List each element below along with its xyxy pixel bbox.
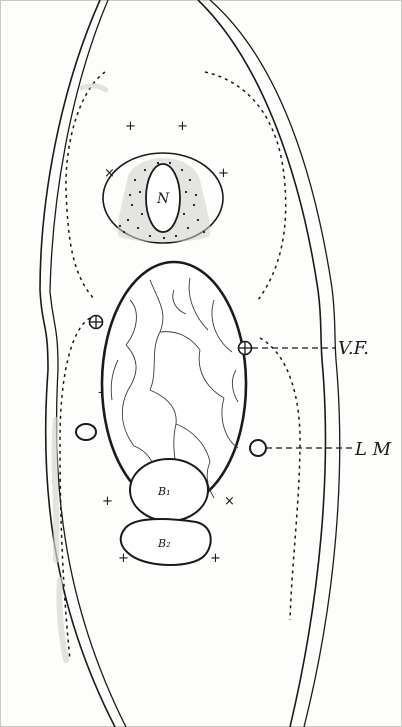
shading-trace-upper <box>82 86 106 90</box>
blood-vessel-b1: B₁ <box>130 459 208 521</box>
label-b1: B₁ <box>157 485 171 498</box>
blood-vessel-b2: B₂ <box>121 519 211 565</box>
label-lm: L M <box>354 439 392 460</box>
label-vf: V.F. <box>338 338 369 359</box>
cross-mark: + <box>218 166 229 181</box>
ventral-funnel-left <box>90 316 103 329</box>
nerve-cord: N <box>103 153 223 243</box>
cross-mark: + <box>125 119 136 134</box>
cross-mark: + <box>177 119 188 134</box>
dotted-outline-lower-left <box>60 318 90 660</box>
cross-mark: + <box>210 551 221 566</box>
lateral-organ-right <box>250 440 266 456</box>
cross-mark: × <box>104 166 115 181</box>
dotted-outline-upper-left <box>66 72 105 300</box>
cross-mark: × <box>224 494 235 509</box>
dotted-outline-lower-right <box>260 338 300 620</box>
dotted-outline-upper-right <box>205 72 286 300</box>
shading-trace-left <box>55 420 66 660</box>
label-n: N <box>156 191 170 207</box>
cross-mark: - <box>98 385 103 400</box>
cross-mark: + <box>102 494 113 509</box>
ventral-funnel-right <box>239 342 252 355</box>
cross-mark: + <box>118 551 129 566</box>
lateral-organ-left <box>76 424 96 440</box>
label-b2: B₂ <box>157 537 171 550</box>
